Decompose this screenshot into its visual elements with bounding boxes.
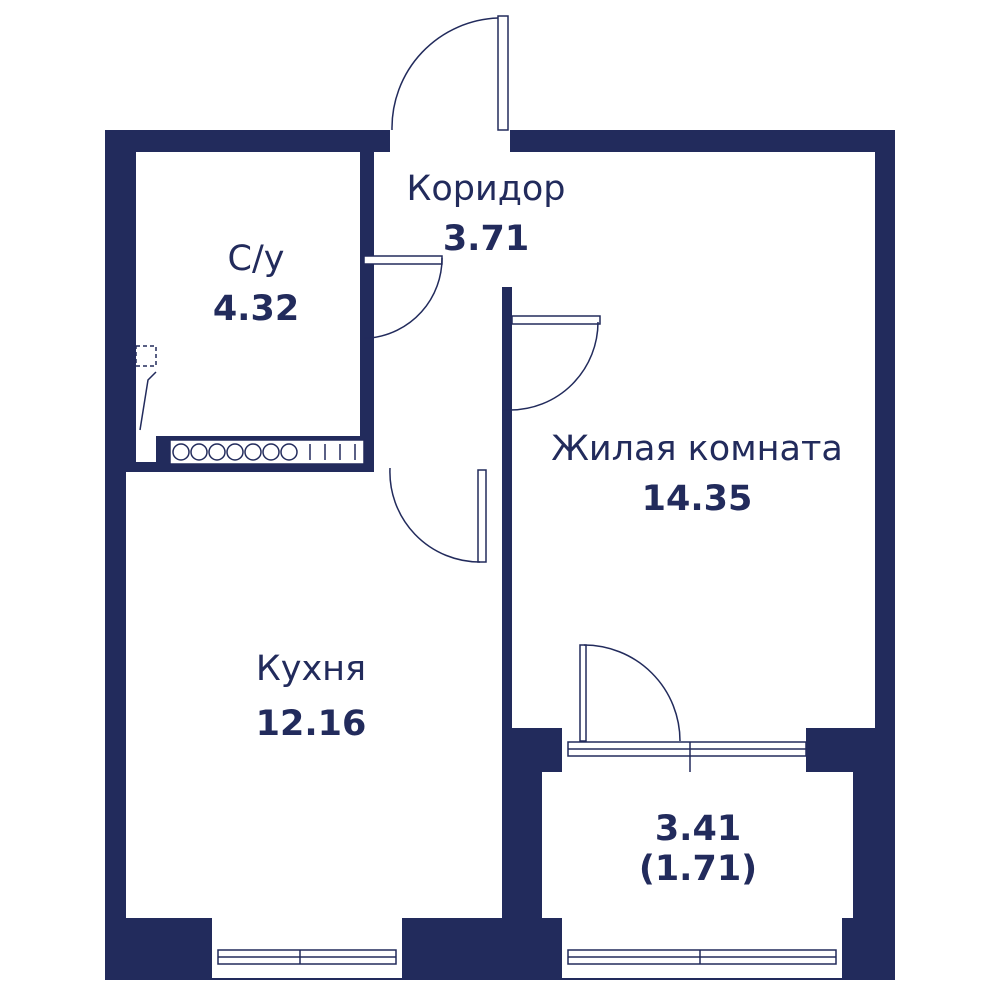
corridor-name: Коридор [406, 169, 566, 209]
radiator-sections [172, 443, 356, 461]
kitchen-window [217, 949, 397, 965]
living-room-area: 14.35 [641, 479, 753, 519]
shaft [136, 346, 156, 462]
bathroom-door [363, 255, 443, 339]
room-living [512, 152, 875, 728]
entrance-door [391, 15, 509, 131]
entrance-opening [390, 128, 510, 152]
kitchen-area: 12.16 [255, 704, 367, 744]
bathroom-name: С/у [227, 239, 285, 279]
room-balcony [542, 772, 853, 918]
room-bathroom [136, 152, 360, 436]
bathroom-area: 4.32 [212, 289, 300, 329]
balcony-glazing [567, 741, 807, 772]
balcony-door [579, 644, 681, 742]
ventilation-shaft [135, 345, 157, 431]
kitchen-window-well [212, 918, 402, 978]
balcony-window-well [562, 918, 842, 978]
kitchen-door [389, 467, 487, 563]
kitchen-name: Кухня [255, 649, 367, 689]
corridor-area: 3.71 [442, 219, 530, 259]
balcony-door-gap [562, 728, 806, 772]
room-corridor-mid [374, 287, 502, 472]
balcony-window [567, 949, 837, 965]
balcony-area: 3.41 [654, 809, 742, 849]
living-room-name: Жилая комната [551, 429, 843, 469]
living-room-door [502, 315, 601, 411]
room-kitchen [126, 472, 502, 918]
balcony-reduced-area: (1.71) [638, 849, 758, 889]
